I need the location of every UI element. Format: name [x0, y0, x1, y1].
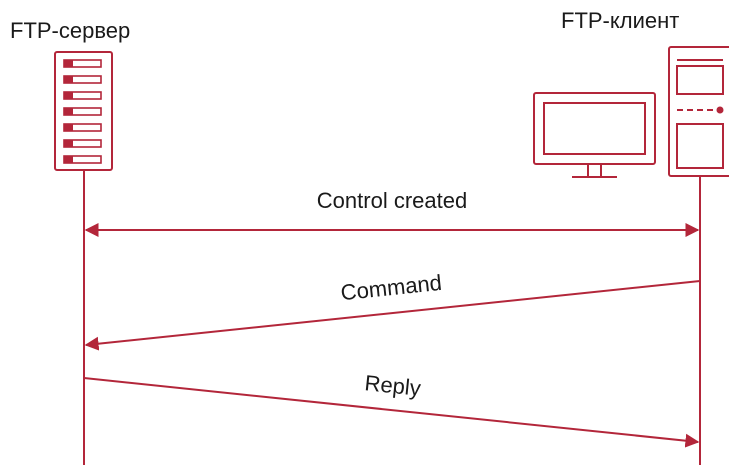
- client-label: FTP-клиент: [561, 8, 679, 33]
- reply-label: Reply: [364, 370, 423, 401]
- command-arrow: [84, 280, 701, 351]
- server-rack-icon: [54, 51, 113, 171]
- reply-arrow: [83, 377, 700, 448]
- server-label: FTP-сервер: [10, 18, 130, 43]
- command-label: Command: [339, 270, 443, 305]
- desktop-computer-icon: [533, 46, 729, 178]
- control-created-label: Control created: [317, 188, 467, 213]
